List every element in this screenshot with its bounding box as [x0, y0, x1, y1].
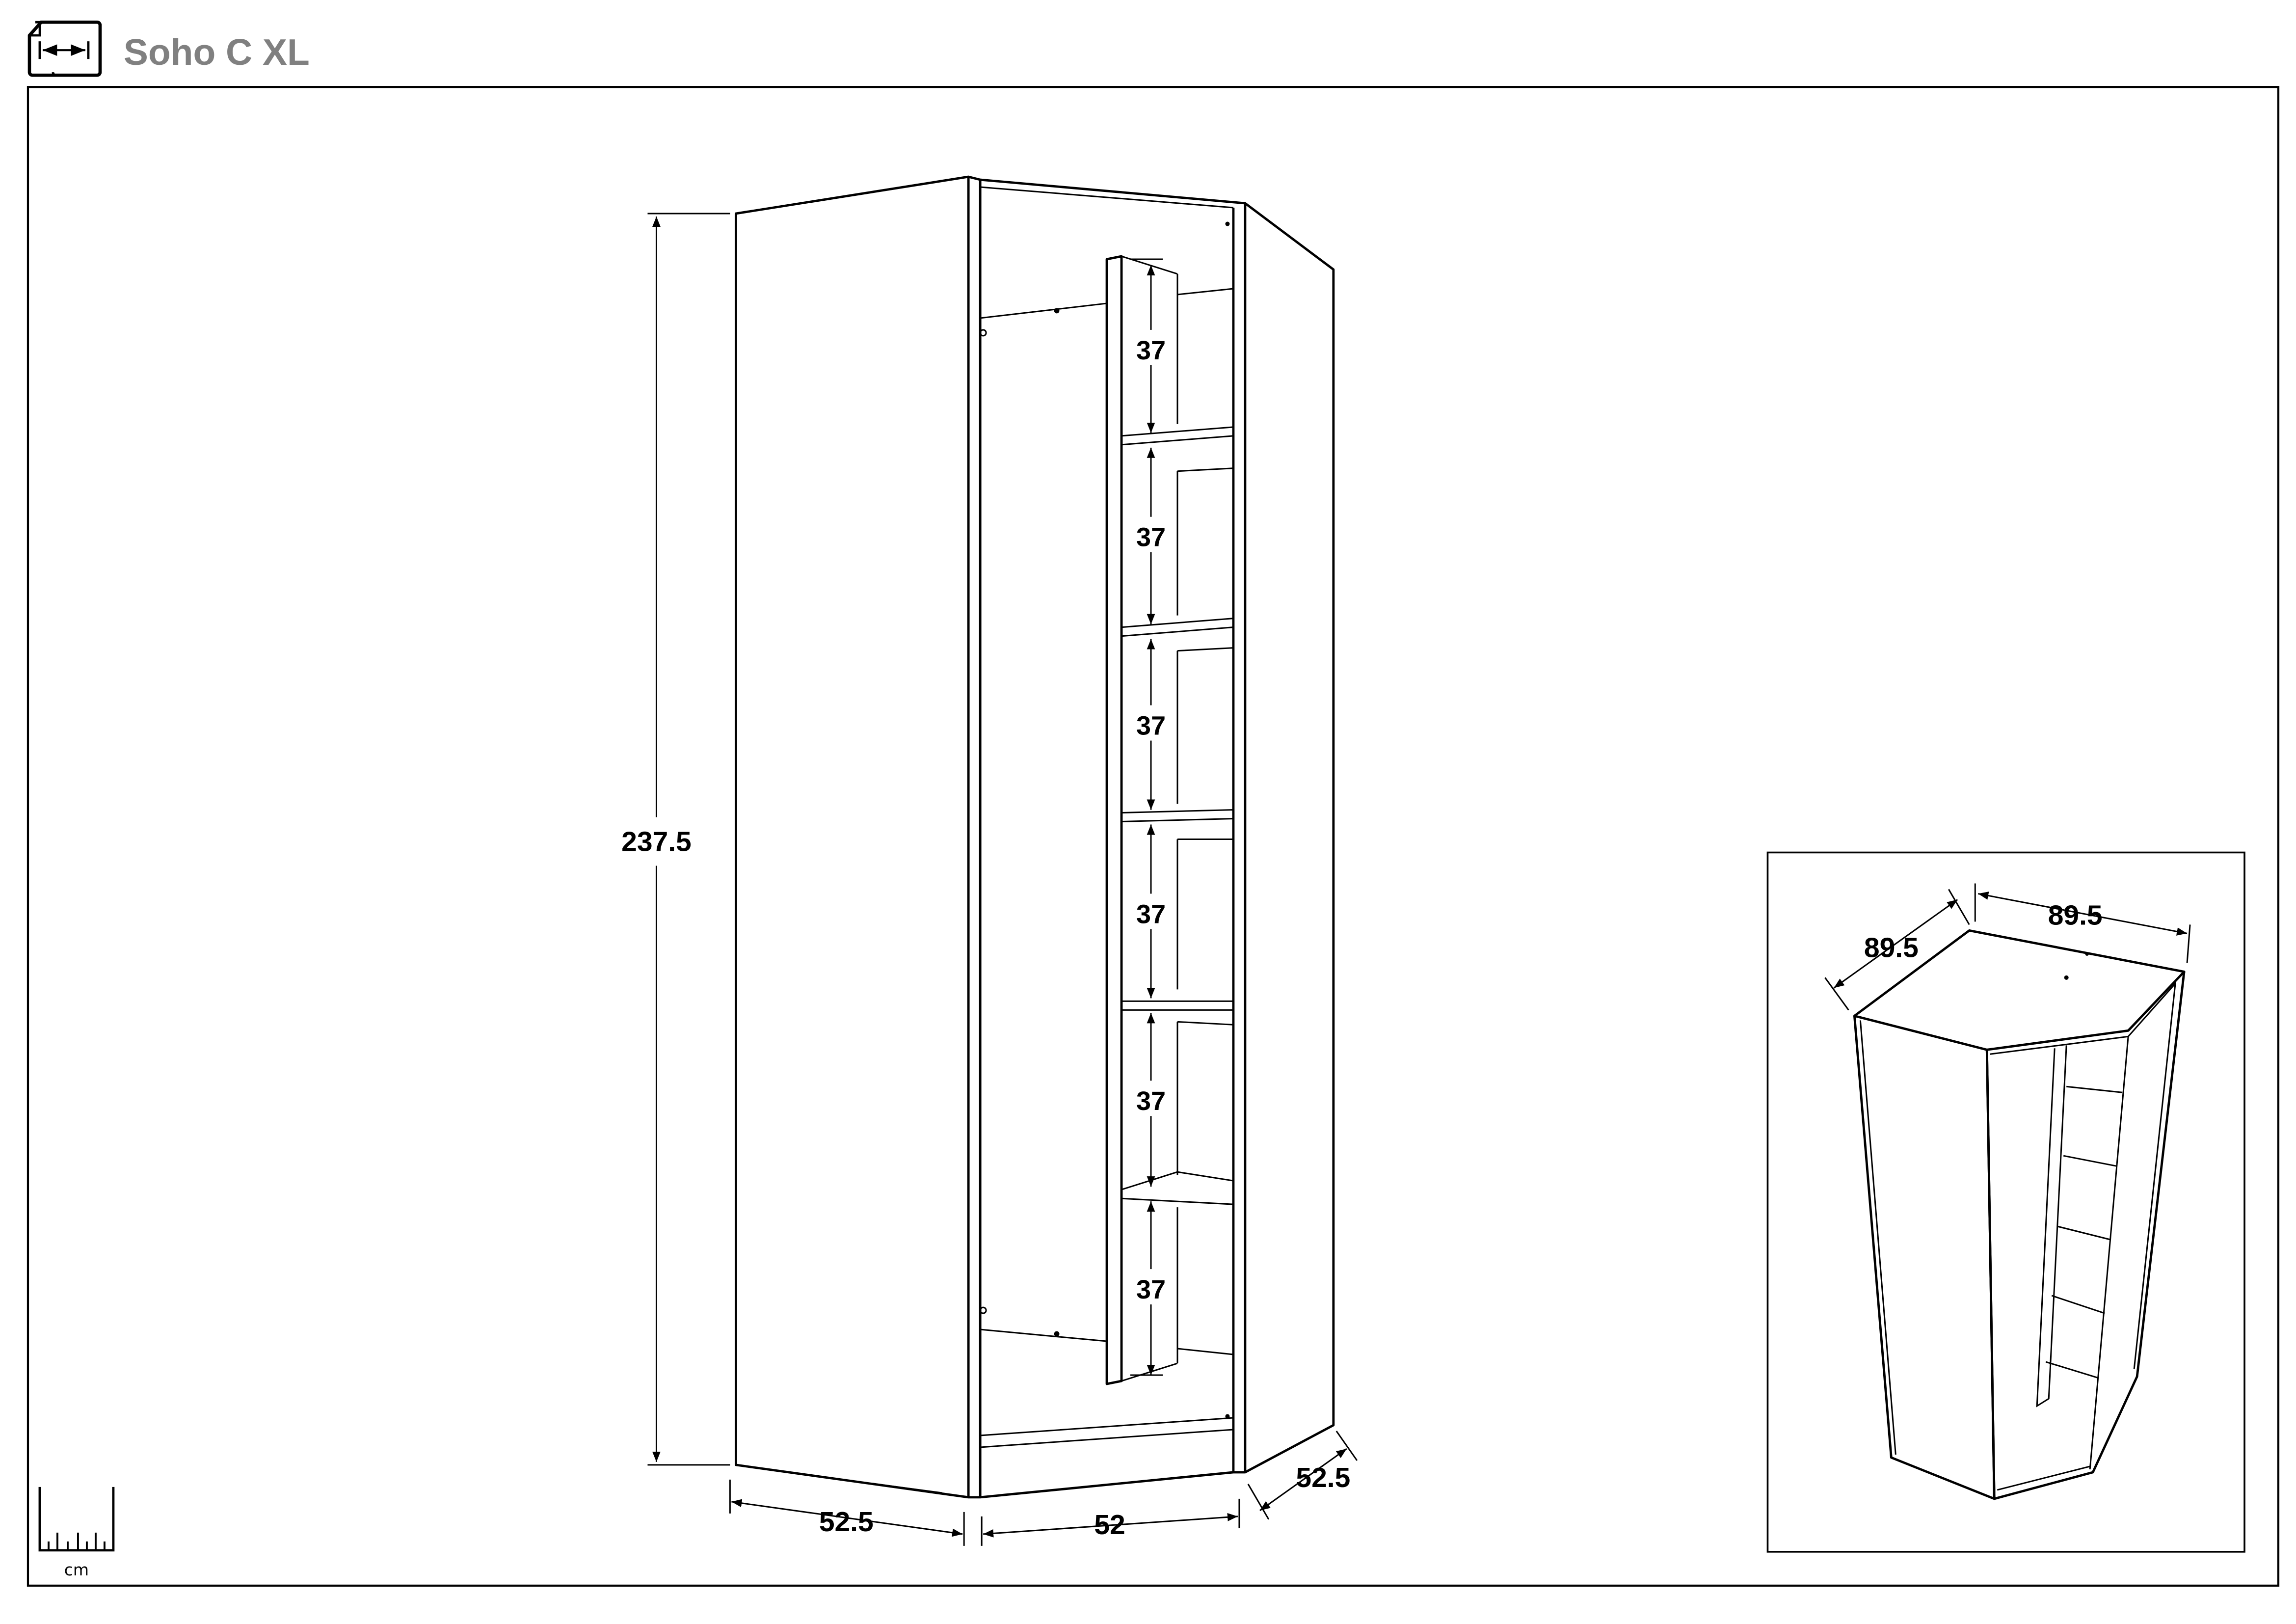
- shelf-spacing-label: 37: [1136, 336, 1166, 365]
- inset-dimension-lines: [1824, 883, 2191, 1011]
- wardrobe-front-view: 37 37 37 37 37 37: [734, 175, 1335, 1499]
- drawing-frame: [27, 86, 2280, 1587]
- overall-dimension-lines: [647, 213, 1358, 1546]
- front-width-label: 52: [1094, 1509, 1125, 1541]
- product-title: Soho C XL: [124, 31, 310, 73]
- shelf-dimension-lines: [1130, 258, 1163, 1376]
- shelf-spacing-label: 37: [1136, 1275, 1166, 1304]
- scale-unit-label: cm: [64, 1560, 89, 1579]
- dimensions-document-icon: [27, 20, 102, 77]
- shelf-spacing-label: 37: [1136, 523, 1166, 552]
- shelf-spacing-label: 37: [1136, 711, 1166, 741]
- left-depth-label: 52.5: [819, 1506, 874, 1538]
- inset-right-width-label: 89.5: [2048, 899, 2103, 931]
- height-label: 237.5: [621, 826, 692, 857]
- shelf-spacing-label: 37: [1136, 1086, 1166, 1116]
- ruler-icon: [38, 1487, 115, 1552]
- shelves: [1121, 426, 1234, 1205]
- inset-perspective-view: [1766, 851, 2245, 1553]
- inset-left-width-label: 89.5: [1864, 932, 1919, 963]
- shelf-spacing-label: 37: [1136, 899, 1166, 929]
- right-depth-label: 52.5: [1296, 1462, 1350, 1493]
